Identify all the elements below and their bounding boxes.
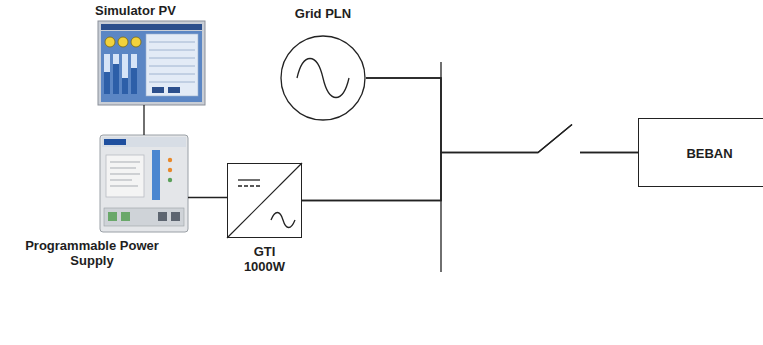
simulator-screen: Simulator PV <box>98 21 205 105</box>
sine-wave <box>297 59 349 98</box>
bar <box>113 54 119 94</box>
terminal <box>108 212 117 221</box>
power-supply-unit: Programmable Power Supply <box>100 135 188 232</box>
screen-area <box>101 31 202 102</box>
title-bar <box>101 24 202 30</box>
led <box>168 178 172 182</box>
circle-outline <box>280 35 366 121</box>
terminal <box>158 212 167 221</box>
ac-wave <box>271 213 295 228</box>
node-label: Grid PLN <box>295 6 351 21</box>
bar-fill <box>131 68 137 94</box>
wire <box>143 105 144 135</box>
power-supply-picture <box>100 135 188 232</box>
gauge <box>118 37 128 47</box>
screen-frame <box>98 21 205 105</box>
wire <box>302 78 441 201</box>
dc-line <box>238 179 260 180</box>
bar-fill <box>104 72 110 94</box>
gauge <box>105 37 115 47</box>
dc-line <box>238 185 260 186</box>
terminal-strip <box>104 208 184 226</box>
label-plate <box>106 155 144 197</box>
node-label: Simulator PV <box>95 3 176 18</box>
blue-strip <box>152 150 160 200</box>
bar <box>131 54 137 94</box>
inverter-box: GTI 1000W <box>227 163 302 238</box>
wire <box>366 78 638 153</box>
diagonal <box>227 163 302 238</box>
panel-rows <box>149 42 195 82</box>
led <box>168 168 172 172</box>
node-label: Programmable Power Supply <box>17 238 167 268</box>
gauge <box>131 37 141 47</box>
bar <box>104 54 110 94</box>
bar-fill <box>113 64 119 94</box>
inverter-symbol <box>227 163 302 238</box>
terminal <box>121 212 130 221</box>
logo-plate <box>104 139 126 145</box>
load-box: BEBAN <box>638 118 763 187</box>
button <box>152 87 164 93</box>
device-body <box>100 135 188 232</box>
wire <box>188 197 227 198</box>
led <box>168 158 172 162</box>
inverter-ground <box>227 163 302 238</box>
wire <box>302 125 638 201</box>
plate-lines <box>110 162 140 186</box>
bar <box>122 54 128 94</box>
circle-outline <box>281 36 365 120</box>
side-panel <box>146 34 198 96</box>
button <box>168 87 180 93</box>
screenshot <box>98 21 205 105</box>
terminal <box>171 212 180 221</box>
bar-fill <box>122 78 128 94</box>
node-label: GTI 1000W <box>240 244 290 274</box>
grid-source: Grid PLN <box>280 35 366 121</box>
node-label: BEBAN <box>639 145 763 160</box>
top-band <box>102 137 186 147</box>
